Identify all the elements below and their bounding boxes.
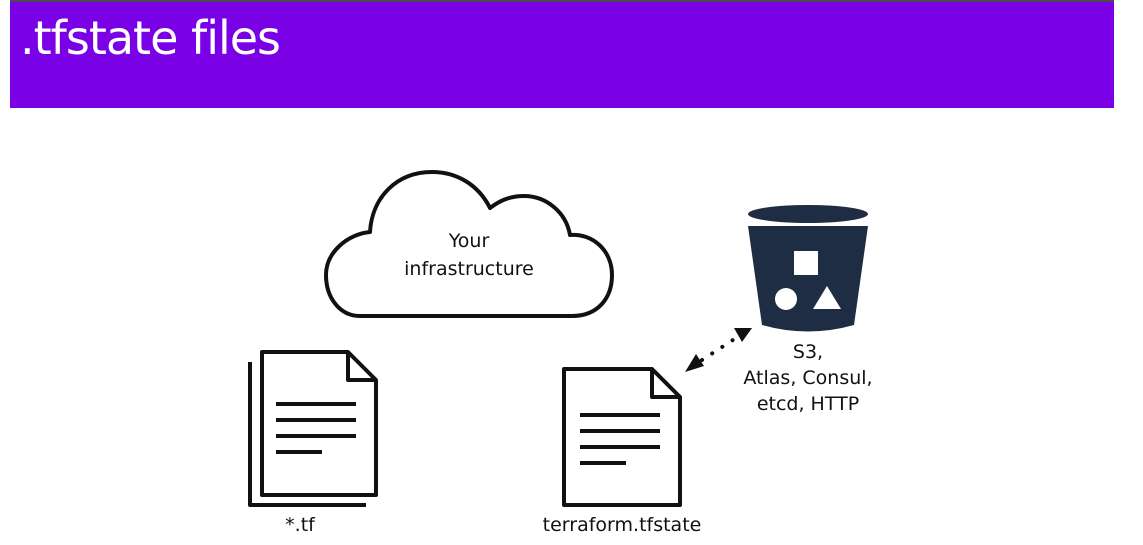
backend-label-line1: S3,: [793, 341, 823, 363]
cloud-label-line2: infrastructure: [404, 258, 534, 280]
bucket-icon: [748, 205, 868, 332]
state-file-label: terraform.tfstate: [543, 514, 702, 536]
state-file-icon: [562, 367, 682, 507]
slide-title: .tfstate files: [20, 11, 281, 65]
tf-files-icon: [248, 350, 378, 507]
circle-shape: [775, 288, 797, 310]
square-shape: [794, 251, 818, 275]
sync-arrow-icon: [685, 328, 752, 372]
cloud-label-line1: Your: [448, 230, 490, 252]
backend-label-line2: Atlas, Consul,: [743, 367, 872, 389]
triangle-shape: [813, 286, 841, 309]
backend-label-line3: etcd, HTTP: [757, 393, 859, 415]
slide-header: [10, 0, 1114, 108]
cloud-icon: [324, 170, 614, 318]
tf-files-label: *.tf: [285, 514, 316, 536]
